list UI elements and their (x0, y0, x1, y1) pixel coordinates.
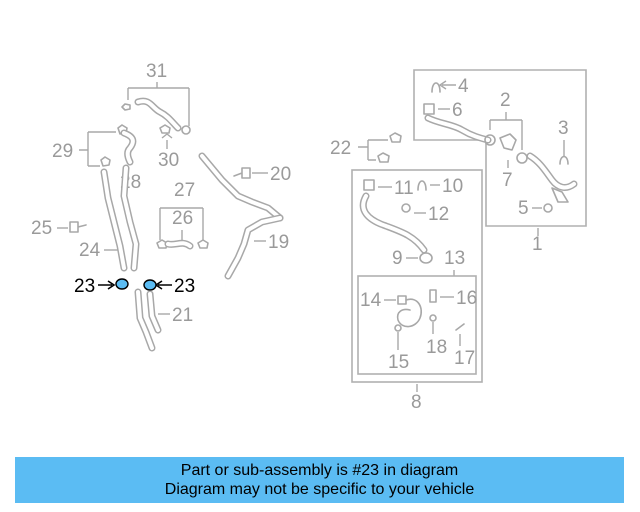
oring-15 (394, 324, 402, 332)
clamp-31a (121, 103, 131, 111)
clamp-9 (419, 252, 433, 264)
callout-29: 29 (52, 141, 73, 162)
callout-17: 17 (454, 348, 475, 369)
callout-group-31: 31 (121, 61, 191, 135)
callout-group-19: 19 (224, 214, 289, 280)
callout-group-27-26: 27 26 (156, 180, 209, 250)
leader-29 (79, 131, 116, 167)
callout-15: 15 (388, 352, 409, 373)
clamp-12 (401, 203, 411, 213)
clamp-2b (516, 152, 528, 164)
callout-group-23: 23 23 (74, 276, 195, 297)
callout-30: 30 (158, 150, 179, 171)
callout-10: 10 (442, 176, 463, 197)
clamp-29b (100, 156, 111, 167)
callout-group-24: 24 (79, 164, 140, 272)
clamp-23-left (115, 278, 129, 290)
leader-22 (358, 139, 388, 161)
callout-27: 27 (174, 180, 195, 201)
callout-26: 26 (172, 208, 193, 229)
assembly-box-8: 8 11 10 12 9 13 14 16 15 18 17 (351, 169, 483, 413)
fitting-13 (396, 298, 422, 328)
callout-group-21: 21 (134, 288, 193, 352)
banner-line-1: Part or sub-assembly is #23 in diagram (180, 462, 459, 479)
leader-4 (438, 80, 456, 90)
clamp-6 (423, 103, 435, 115)
callout-3: 3 (558, 118, 569, 139)
fitting-20 (233, 167, 251, 179)
clip-17 (455, 323, 465, 331)
leader-30 (161, 133, 173, 149)
callout-31: 31 (146, 61, 167, 82)
leader-23-left (98, 280, 116, 290)
clamp-14 (397, 295, 407, 305)
callout-2: 2 (500, 90, 511, 111)
clip-10 (417, 180, 427, 191)
callout-8: 8 (411, 392, 422, 413)
callout-22: 22 (330, 138, 351, 159)
sensor-16 (429, 289, 437, 303)
callout-4: 4 (458, 76, 469, 97)
callout-group-25: 25 (31, 218, 87, 239)
callout-1: 1 (532, 234, 543, 255)
callout-18: 18 (426, 337, 447, 358)
callout-group-20: 20 (198, 152, 291, 222)
callout-7: 7 (502, 170, 513, 191)
callout-24: 24 (79, 240, 101, 261)
callout-25: 25 (31, 218, 52, 239)
clamp-5 (543, 203, 553, 213)
fitting-25 (69, 221, 87, 233)
callout-6: 6 (452, 100, 463, 121)
clamp-30 (159, 124, 171, 134)
callout-23-left: 23 (74, 276, 95, 297)
clip-3 (559, 155, 569, 165)
callout-9: 9 (392, 248, 403, 269)
callout-12: 12 (428, 204, 449, 225)
leader-31 (127, 82, 190, 126)
callout-group-22: 22 (330, 132, 402, 163)
callout-14: 14 (360, 290, 382, 311)
banner-line-2: Diagram may not be specific to your vehi… (164, 481, 475, 498)
box-13-outline (357, 275, 477, 375)
clamp-11 (363, 179, 375, 191)
callout-11: 11 (394, 178, 414, 199)
leader-23-right (154, 280, 172, 290)
clamp-23-right (143, 279, 157, 291)
clamp-22b (377, 152, 390, 163)
clip-4 (431, 82, 441, 93)
callout-group-29: 29 (52, 124, 137, 167)
box-1-outline (413, 69, 587, 227)
callout-21: 21 (172, 305, 193, 326)
clamp-26b (197, 239, 209, 249)
callout-19: 19 (268, 232, 289, 253)
housing-7 (499, 133, 517, 151)
assembly-box-1: 1 4 6 2 3 7 5 (413, 69, 587, 255)
callout-23-right: 23 (174, 276, 195, 297)
callout-5: 5 (518, 198, 529, 219)
leader-27 (159, 207, 204, 240)
oring-18 (429, 314, 437, 322)
callout-13: 13 (444, 248, 465, 269)
leader-2 (489, 112, 523, 150)
clamp-2a (484, 134, 496, 146)
clamp-31b (181, 125, 191, 135)
clamp-22a (389, 132, 402, 143)
info-banner: Part or sub-assembly is #23 in diagram D… (15, 457, 624, 503)
parts-diagram: 31 29 30 28 20 27 26 (31, 61, 587, 413)
callout-group-30: 30 (158, 124, 179, 171)
fitting-3 (551, 187, 569, 203)
box-8-outline (351, 169, 483, 383)
callout-20: 20 (270, 164, 291, 185)
callout-16: 16 (456, 288, 477, 309)
